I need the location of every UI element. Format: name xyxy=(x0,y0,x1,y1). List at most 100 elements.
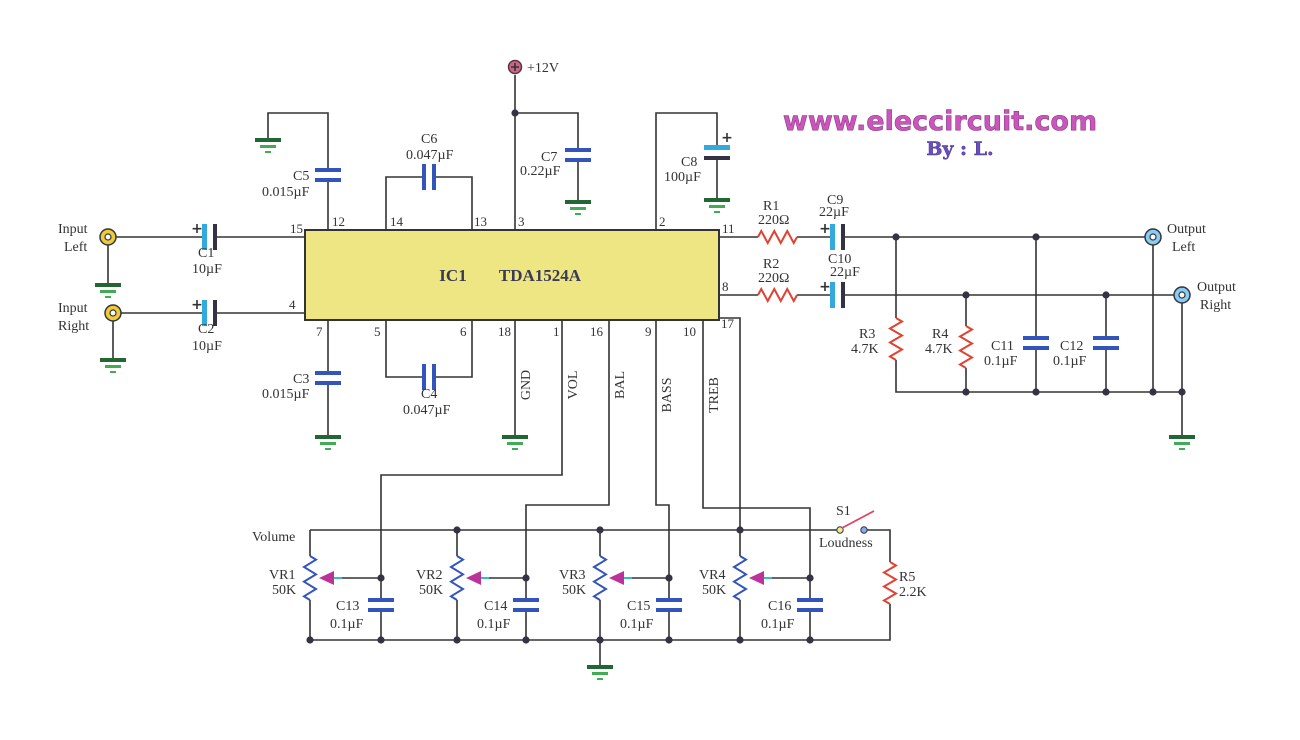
switch-contact xyxy=(836,526,844,534)
jack-center xyxy=(1149,233,1157,241)
potentiometer-vr1 xyxy=(302,555,318,601)
label-components-C7-ref: C7 xyxy=(541,150,557,165)
label-pin_functions-bass: BASS xyxy=(660,377,675,412)
label-components-C8-ref: C8 xyxy=(681,155,697,170)
label-pins-p14: 14 xyxy=(390,214,404,229)
ground-bar xyxy=(570,207,586,210)
label-pins-p17: 17 xyxy=(721,316,735,331)
label-pins-p13: 13 xyxy=(474,214,487,229)
label-components-VR1-ref: VR1 xyxy=(269,568,295,583)
label-pins-p16: 16 xyxy=(590,324,604,339)
capacitor-plate xyxy=(368,608,394,612)
resistor-r4 xyxy=(958,325,974,369)
label-components-C13-ref: C13 xyxy=(336,599,359,614)
junction-dot xyxy=(1149,388,1157,396)
junction-dot xyxy=(453,636,461,644)
resistor-r3 xyxy=(888,317,904,361)
plus-icon: + xyxy=(721,130,733,146)
capacitor-c10: + xyxy=(819,279,845,308)
junction-dot xyxy=(892,233,900,241)
label-components-C13-value: 0.1µF xyxy=(330,617,364,632)
capacitor-c4 xyxy=(422,364,436,390)
ground-bar xyxy=(597,678,603,680)
label-connectors-in_right-0: Input xyxy=(58,301,88,316)
capacitor-c6 xyxy=(422,164,436,190)
label-volume_label: Volume xyxy=(252,530,295,545)
wire xyxy=(515,112,579,200)
capacitor-plate xyxy=(432,164,436,190)
ground-bar xyxy=(320,442,336,445)
junction-dot xyxy=(377,636,385,644)
label-components-R5-ref: R5 xyxy=(899,570,915,585)
label-components-R4-value: 4.7K xyxy=(925,342,953,357)
label-components-VR4-ref: VR4 xyxy=(699,568,725,583)
label-components-C12-value: 0.1µF xyxy=(1053,354,1087,369)
label-pins-p8: 8 xyxy=(722,279,729,294)
label-connectors-in_right-1: Right xyxy=(58,319,89,334)
ground-icon xyxy=(565,200,591,215)
label-components-C11-ref: C11 xyxy=(991,339,1014,354)
jack-center xyxy=(104,233,112,241)
label-components-C16-ref: C16 xyxy=(768,599,791,614)
jack-center xyxy=(109,309,117,317)
capacitor-c11 xyxy=(1023,336,1049,350)
ground-icon xyxy=(95,283,121,298)
switch-contact xyxy=(860,526,868,534)
capacitor-c7 xyxy=(565,148,591,162)
capacitor-c9: + xyxy=(819,221,845,250)
label-components-C2-value: 10µF xyxy=(192,339,222,354)
switch-lever xyxy=(841,510,875,529)
label-components-C15-ref: C15 xyxy=(627,599,650,614)
label-components-C15-value: 0.1µF xyxy=(620,617,654,632)
capacitor-plate xyxy=(1023,336,1049,340)
label-components-R5-value: 2.2K xyxy=(899,585,927,600)
capacitor-plate xyxy=(315,168,341,172)
junction-dot xyxy=(1032,388,1040,396)
capacitor-plate xyxy=(565,158,591,162)
ground-bar xyxy=(592,672,608,675)
ground-bar xyxy=(110,371,116,373)
label-components-C4-value: 0.047µF xyxy=(403,403,451,418)
junction-dot xyxy=(522,636,530,644)
ground-bar xyxy=(512,448,518,450)
capacitor-plate xyxy=(513,598,539,602)
label-components-C2-ref: C2 xyxy=(198,322,214,337)
label-components-C6-ref: C6 xyxy=(421,132,437,147)
junction-dot xyxy=(306,636,314,644)
capacitor-plate xyxy=(1093,336,1119,340)
capacitor-plate xyxy=(656,598,682,602)
capacitor-plate-positive xyxy=(202,300,207,326)
jack-center xyxy=(1178,291,1186,299)
capacitor-plate xyxy=(315,178,341,182)
ground-bar xyxy=(587,665,613,669)
resistor-r1 xyxy=(757,228,798,246)
label-pin_functions-bal: BAL xyxy=(613,371,628,399)
capacitor-c5 xyxy=(315,168,341,182)
label-components-C9-ref: C9 xyxy=(827,193,843,208)
ground-bar xyxy=(100,290,116,293)
label-watermark-site: www.eleccircuit.com xyxy=(783,106,1097,137)
capacitor-plate xyxy=(368,598,394,602)
capacitor-c14 xyxy=(513,598,539,612)
label-components-S1-ref: S1 xyxy=(836,504,851,519)
output-right-jack xyxy=(1173,286,1191,304)
ground-icon xyxy=(502,435,528,450)
junction-dot xyxy=(736,636,744,644)
label-components-C10-ref: C10 xyxy=(828,252,851,267)
ground-icon xyxy=(100,358,126,373)
label-components-C9-value: 22µF xyxy=(819,205,849,220)
capacitor-c3 xyxy=(315,371,341,385)
ground-bar xyxy=(1179,448,1185,450)
label-components-C7-value: 0.22µF xyxy=(520,164,561,179)
capacitor-plate-positive xyxy=(830,224,835,250)
label-pin_functions-treb: TREB xyxy=(707,377,722,413)
ground-icon xyxy=(315,435,341,450)
wire xyxy=(309,529,891,641)
label-ic-part: TDA1524A xyxy=(499,266,582,285)
ground-bar xyxy=(260,145,276,148)
capacitor-plate xyxy=(315,371,341,375)
junction-dot xyxy=(453,526,461,534)
capacitor-plate xyxy=(422,164,426,190)
capacitor-c2: + xyxy=(191,297,217,326)
ground-bar xyxy=(502,435,528,439)
